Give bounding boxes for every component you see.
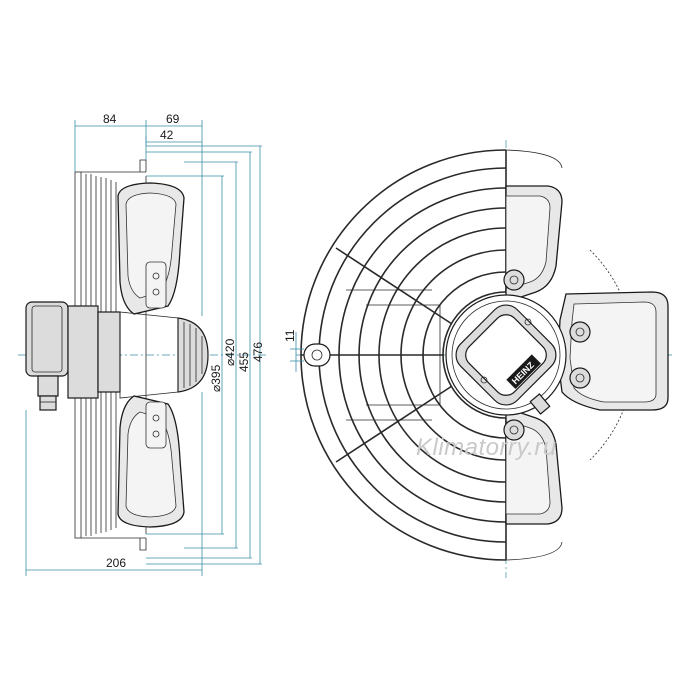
front-grille bbox=[300, 149, 635, 561]
front-dim-11 bbox=[290, 332, 304, 372]
dim-206: 206 bbox=[106, 556, 126, 570]
dim-11: 11 bbox=[283, 329, 297, 342]
side-motor bbox=[67, 305, 209, 399]
dim-d395: ⌀395 bbox=[209, 364, 223, 392]
watermark: Klimatorry.ru bbox=[416, 434, 557, 461]
dim-69: 69 bbox=[166, 112, 180, 126]
brand-badge bbox=[506, 354, 541, 389]
front-view: HEINZ 11 bbox=[283, 140, 672, 578]
mounting-lug bbox=[303, 343, 331, 367]
side-dimensions bbox=[25, 120, 262, 576]
side-view: 84 69 42 ⌀395 ⌀420 455 476 206 bbox=[18, 112, 268, 576]
dim-d420: ⌀420 bbox=[223, 338, 237, 366]
dim-42: 42 bbox=[160, 128, 174, 142]
dim-476: 476 bbox=[251, 342, 265, 362]
dim-455: 455 bbox=[237, 352, 251, 372]
front-motor: HEINZ bbox=[445, 294, 567, 416]
side-blades bbox=[117, 182, 185, 528]
terminal-box bbox=[25, 301, 69, 411]
front-blades bbox=[503, 185, 669, 525]
dim-84: 84 bbox=[103, 112, 117, 126]
